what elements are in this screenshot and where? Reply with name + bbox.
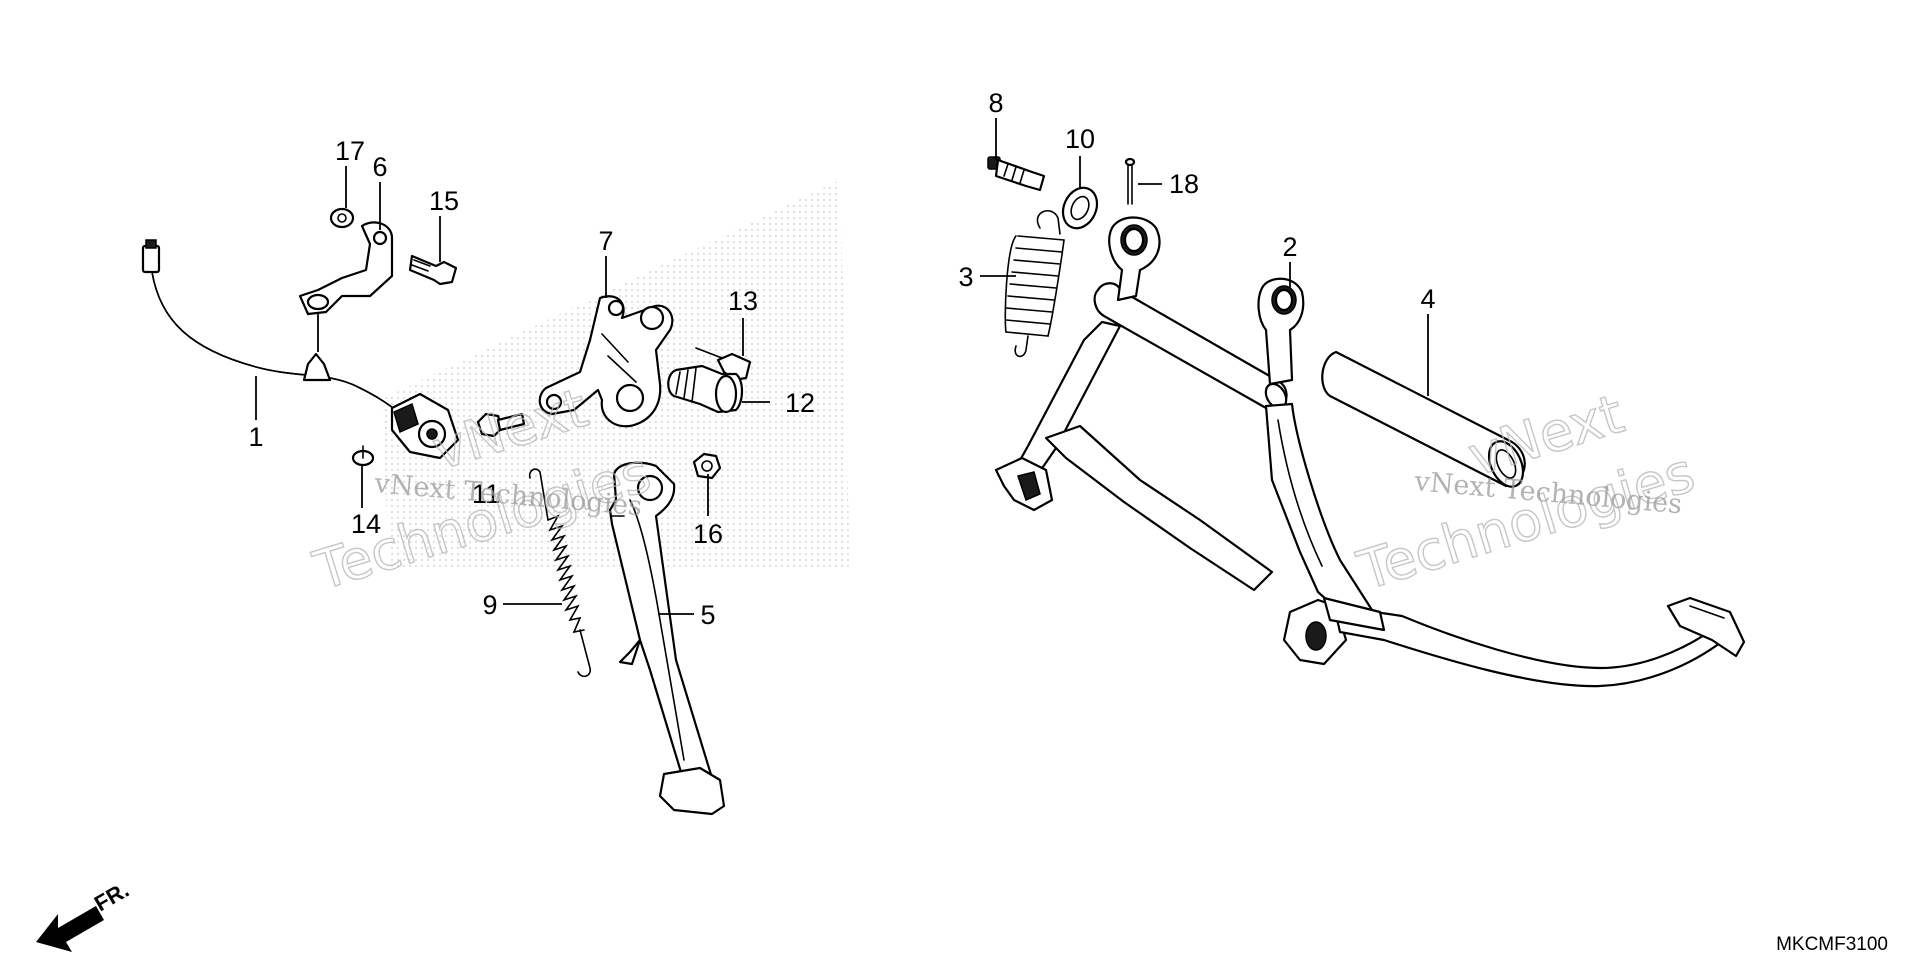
cable-clamp-stay-part[interactable]: [298, 221, 394, 316]
callout-7: 7: [598, 226, 613, 256]
flange-bolt-15-part[interactable]: [408, 254, 458, 286]
side-stand-pivot-bolt-part[interactable]: [667, 364, 744, 414]
main-stand-pivot-pipe-part[interactable]: [1321, 350, 1529, 492]
main-stand-part[interactable]: [994, 216, 1746, 688]
callout-12: 12: [785, 388, 815, 418]
callout-18: 18: [1169, 169, 1199, 199]
callout-16: 16: [693, 519, 723, 549]
side-stand-bracket-part[interactable]: [538, 295, 674, 428]
callout-15: 15: [429, 186, 459, 216]
callout-10: 10: [1065, 124, 1095, 154]
washer-10-part[interactable]: [1057, 182, 1104, 234]
callout-labels: 1 2 3 4 5 6 7 8 9 10 11 12 13 14 15 16 1…: [248, 88, 1435, 630]
spring-hook-bolt-11-part[interactable]: [476, 412, 526, 438]
nut-16-part[interactable]: [692, 452, 722, 480]
pivot-bolt-8-part[interactable]: [987, 156, 1046, 192]
callout-1: 1: [248, 422, 263, 452]
side-stand-part[interactable]: [608, 461, 726, 816]
callout-14: 14: [351, 509, 381, 539]
callout-4: 4: [1420, 284, 1435, 314]
callout-9: 9: [482, 590, 497, 620]
leader-lines: [255, 118, 1429, 615]
callout-11: 11: [472, 479, 500, 509]
callout-2: 2: [1282, 232, 1297, 262]
callout-17: 17: [335, 136, 365, 166]
cotter-pin-18-part[interactable]: [1124, 157, 1136, 205]
side-stand-switch-part[interactable]: [141, 239, 460, 460]
nut-17-part[interactable]: [329, 207, 355, 229]
switch-screw-14-part[interactable]: [351, 445, 375, 467]
callout-6: 6: [372, 152, 387, 182]
callout-5: 5: [700, 600, 715, 630]
main-stand-spring-part[interactable]: [1004, 210, 1065, 358]
side-stand-spring-part[interactable]: [528, 468, 592, 678]
callout-8: 8: [988, 88, 1003, 118]
front-direction-indicator: FR.: [36, 877, 133, 952]
front-arrow-icon: [36, 906, 104, 952]
callout-3: 3: [958, 262, 973, 292]
callout-13: 13: [728, 286, 758, 316]
drawing-code: MKCMF3100: [1776, 934, 1888, 955]
